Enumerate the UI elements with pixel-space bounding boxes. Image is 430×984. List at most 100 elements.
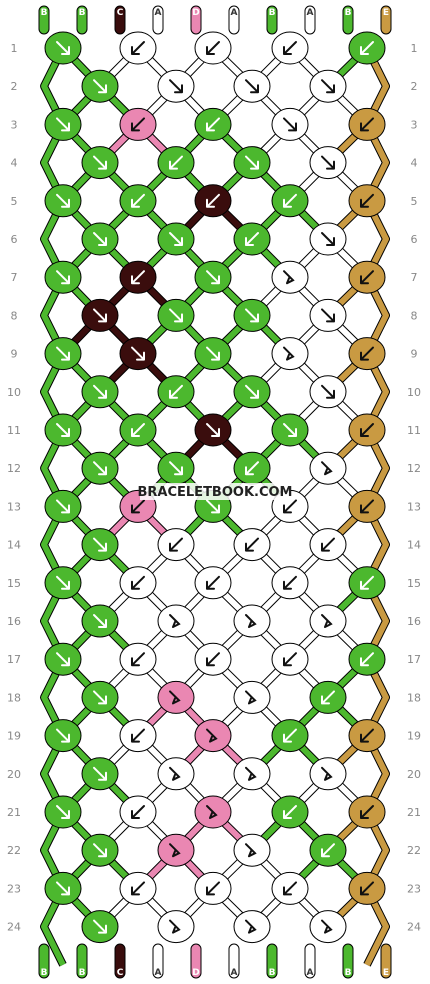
- bottom-strand-stub: [342, 943, 354, 979]
- row-number-left: 2: [11, 80, 18, 93]
- knot: [348, 719, 386, 753]
- knot: [233, 375, 271, 409]
- knot: [119, 260, 157, 294]
- top-strand-stub: [266, 5, 278, 35]
- row-number-right: 6: [411, 233, 418, 246]
- knot: [233, 680, 271, 714]
- knot: [44, 719, 82, 753]
- knot: [81, 833, 119, 867]
- knot: [348, 795, 386, 829]
- row-number-left: 23: [7, 882, 21, 895]
- knot-arrow-icon: [283, 728, 297, 743]
- knot: [157, 604, 195, 638]
- knot: [271, 107, 309, 141]
- knot: [44, 871, 82, 905]
- top-strand-stub: [152, 5, 164, 35]
- knot-arrow-icon: [169, 843, 181, 858]
- top-strand-stub: [304, 5, 316, 35]
- knot: [44, 413, 82, 447]
- knot-arrow-icon: [56, 117, 70, 132]
- top-strand-label: B: [345, 8, 352, 18]
- knot-arrow-icon: [360, 881, 374, 896]
- row-number-right: 8: [411, 309, 418, 322]
- knot: [233, 298, 271, 332]
- knot-arrow-icon: [169, 155, 183, 170]
- bottom-strand-stub: [266, 943, 278, 979]
- knot-arrow-icon: [321, 232, 335, 246]
- knot: [233, 222, 271, 256]
- row-number-right: 24: [407, 921, 421, 934]
- knot: [348, 566, 386, 600]
- knot: [271, 642, 309, 676]
- bottom-strand-stub: [38, 943, 50, 979]
- knot: [348, 107, 386, 141]
- bottom-strand-label: A: [307, 968, 314, 978]
- knot-arrow-icon: [206, 881, 220, 896]
- knot-arrow-icon: [245, 919, 257, 934]
- knot: [81, 146, 119, 180]
- row-number-right: 11: [407, 424, 421, 437]
- knot-arrow-icon: [283, 805, 297, 819]
- knot-arrow-icon: [206, 652, 220, 667]
- knot-arrow-icon: [56, 193, 70, 208]
- knot-arrow-icon: [93, 919, 107, 934]
- knot: [194, 719, 232, 753]
- row-number-right: 21: [407, 806, 421, 819]
- knot: [157, 833, 195, 867]
- row-number-left: 6: [11, 233, 18, 246]
- row-number-right: 16: [407, 615, 421, 628]
- knot: [44, 337, 82, 371]
- knot: [157, 375, 195, 409]
- row-number-left: 4: [11, 157, 18, 170]
- knot: [119, 566, 157, 600]
- row-number-left: 17: [7, 653, 21, 666]
- row-number-left: 1: [11, 42, 18, 55]
- knot-arrow-icon: [169, 308, 183, 323]
- knot-arrow-icon: [283, 499, 297, 514]
- knot-arrow-icon: [321, 461, 333, 476]
- knot-arrow-icon: [56, 805, 70, 819]
- knot: [44, 260, 82, 294]
- knot-arrow-icon: [283, 423, 297, 437]
- bottom-strand-label: E: [383, 968, 389, 978]
- knot-arrow-icon: [321, 843, 335, 858]
- row-number-right: 22: [407, 844, 421, 857]
- row-number-right: 12: [407, 462, 421, 475]
- knot: [348, 642, 386, 676]
- knot-arrow-icon: [360, 270, 374, 285]
- knot: [309, 680, 347, 714]
- knot: [157, 528, 195, 562]
- top-strand-label: B: [41, 8, 48, 18]
- knot: [233, 69, 271, 103]
- bottom-strand-label: B: [41, 968, 48, 978]
- knot-arrow-icon: [131, 346, 145, 361]
- row-number-left: 9: [11, 348, 18, 361]
- knot-arrow-icon: [321, 766, 333, 781]
- knot: [309, 222, 347, 256]
- knot-arrow-icon: [131, 881, 145, 896]
- bottom-strand-stub: [114, 943, 126, 979]
- knot: [194, 642, 232, 676]
- bottom-strand-stub: [190, 943, 202, 979]
- knot: [44, 31, 82, 65]
- knot: [194, 795, 232, 829]
- top-strand-stub: [114, 5, 126, 35]
- knot-arrow-icon: [169, 614, 181, 628]
- knot-arrow-icon: [206, 41, 220, 55]
- knot-arrow-icon: [56, 575, 70, 590]
- row-number-left: 20: [7, 768, 21, 781]
- knot-arrow-icon: [131, 805, 145, 819]
- knot-arrow-icon: [131, 423, 145, 437]
- row-number-right: 3: [411, 118, 418, 131]
- bottom-strand-label: B: [79, 968, 86, 978]
- knot-arrow-icon: [283, 193, 297, 208]
- knot: [348, 184, 386, 218]
- knot: [194, 337, 232, 371]
- bottom-strand-stub: [76, 943, 88, 979]
- row-number-right: 18: [407, 691, 421, 704]
- knot-arrow-icon: [321, 919, 333, 934]
- knot-arrow-icon: [131, 117, 145, 132]
- knot-arrow-icon: [56, 881, 70, 896]
- top-strand-label: E: [383, 8, 389, 18]
